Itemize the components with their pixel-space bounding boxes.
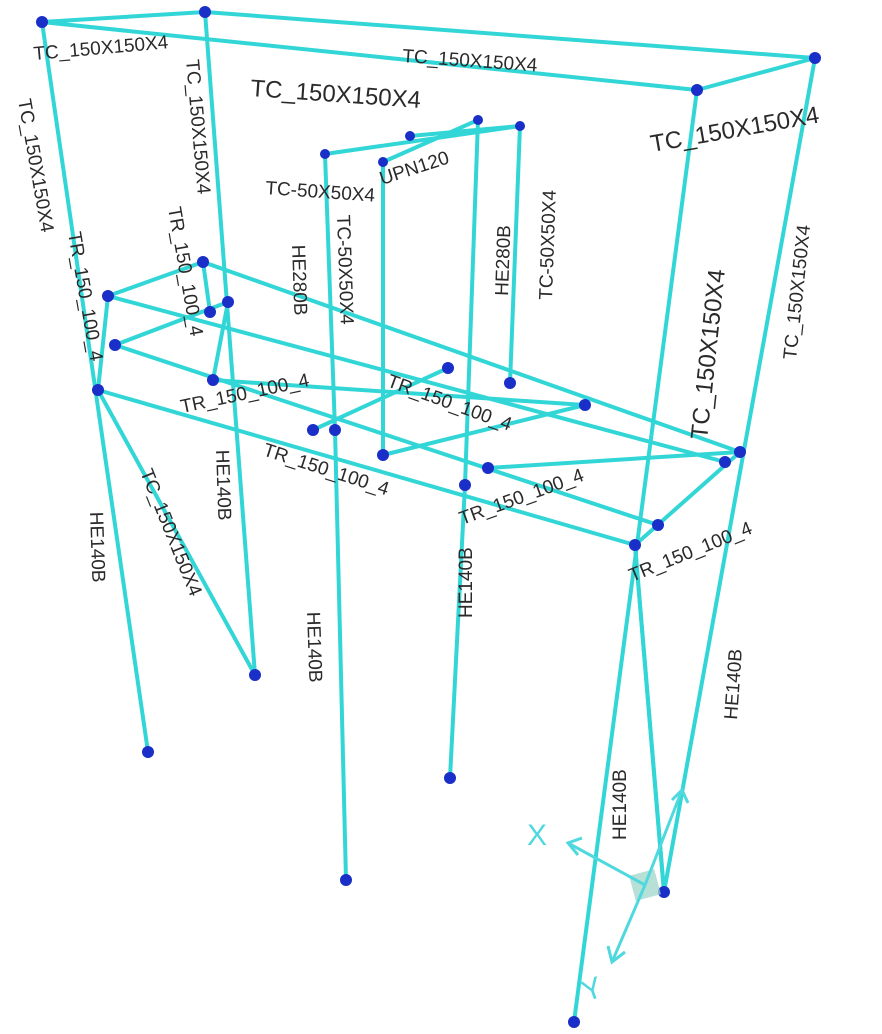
member-label: TC_150X150X4 <box>648 102 821 158</box>
member-platform-back[interactable] <box>201 260 742 454</box>
member-platform-left-back[interactable] <box>106 260 205 298</box>
member-label: TR_150_100_4 <box>384 371 515 436</box>
node[interactable] <box>207 374 219 386</box>
node[interactable] <box>142 746 154 758</box>
node[interactable] <box>329 424 341 436</box>
node[interactable] <box>568 1016 580 1028</box>
node[interactable] <box>459 479 471 491</box>
member-label: TC_150X150X4 <box>13 97 57 234</box>
member-label: TC-50X50X4 <box>332 214 357 325</box>
member-label: TC_150X150X4 <box>33 32 170 65</box>
member-platform-beam-5[interactable] <box>311 366 450 432</box>
member-label: TC_150X150X4 <box>780 223 815 360</box>
member-column-mid-left[interactable] <box>333 428 348 882</box>
member-platform-beam-1[interactable] <box>106 294 727 464</box>
axis-y-label: Y <box>577 971 607 1009</box>
member-label: HE140B <box>456 547 477 618</box>
axis-gizmo: X Y <box>527 787 690 1009</box>
member-label: TR_150_100_4 <box>163 205 207 338</box>
node[interactable] <box>579 399 591 411</box>
member-brace-right[interactable] <box>633 543 666 894</box>
member-upper-box-post-4[interactable] <box>508 124 522 385</box>
member-column-mid[interactable] <box>448 483 467 780</box>
axis-z-arrowhead <box>670 787 690 804</box>
member-label: TR_150_100_4 <box>63 230 107 363</box>
member-label: HE280B <box>492 225 515 296</box>
axis-y-line <box>610 884 647 963</box>
node[interactable] <box>652 519 664 531</box>
node[interactable] <box>809 52 821 64</box>
node[interactable] <box>405 131 415 141</box>
node[interactable] <box>719 456 731 468</box>
node[interactable] <box>691 84 703 96</box>
node[interactable] <box>199 6 211 18</box>
node[interactable] <box>204 306 216 318</box>
member-upper-box-post-3[interactable] <box>463 118 480 487</box>
member-column-right-back[interactable] <box>662 56 817 894</box>
member-label: TC_150X150X4 <box>402 46 539 76</box>
member-platform-right-side[interactable] <box>633 450 742 547</box>
member-label: HE140B <box>302 611 325 682</box>
node[interactable] <box>629 539 641 551</box>
node[interactable] <box>658 886 670 898</box>
member-label: TR_150_100_4 <box>179 370 312 418</box>
axis-z-line <box>643 789 684 886</box>
node[interactable] <box>515 121 525 131</box>
member-label: HE140B <box>85 511 108 582</box>
node[interactable] <box>36 16 48 28</box>
node[interactable] <box>249 669 261 681</box>
member-label: TC_150X150X4 <box>250 75 422 114</box>
node[interactable] <box>473 115 483 125</box>
node[interactable] <box>320 149 330 159</box>
node[interactable] <box>378 157 388 167</box>
axis-x-label: X <box>527 819 547 852</box>
member-platform-beam-6[interactable] <box>381 403 587 457</box>
member-upper-box-top-back[interactable] <box>408 124 522 138</box>
member-label: HE140B <box>211 449 234 520</box>
member-label: HE140B <box>721 648 747 720</box>
member-top-front[interactable] <box>40 20 699 92</box>
axis-x-arrowhead <box>565 836 583 856</box>
node[interactable] <box>307 424 319 436</box>
node[interactable] <box>102 290 114 302</box>
member-label: TR_150_100_4 <box>626 518 756 587</box>
axis-y-arrowhead <box>606 945 626 965</box>
member-label: TC_150X150X4 <box>135 466 205 600</box>
member-platform-beam-9[interactable] <box>201 260 212 314</box>
member-label: HE140B <box>610 769 631 840</box>
node[interactable] <box>442 362 454 374</box>
axis-x-line <box>567 841 646 887</box>
member-platform-beam-8[interactable] <box>211 300 230 382</box>
node[interactable] <box>92 384 104 396</box>
member-column-left-back[interactable] <box>203 10 257 677</box>
member-top-front-left[interactable] <box>40 10 207 24</box>
member-platform-left-front[interactable] <box>96 388 637 547</box>
node[interactable] <box>340 874 352 886</box>
member-label: TC_150X150X4 <box>686 268 731 441</box>
member-brace-left[interactable] <box>96 388 257 677</box>
node[interactable] <box>504 377 516 389</box>
node[interactable] <box>109 339 121 351</box>
member-label: TC-50X50X4 <box>536 189 561 300</box>
node[interactable] <box>444 772 456 784</box>
member-label: UPN120 <box>377 148 452 190</box>
node[interactable] <box>482 462 494 474</box>
member-upper-box-diag[interactable] <box>381 118 480 164</box>
member-top-right-side[interactable] <box>695 56 817 92</box>
node[interactable] <box>197 256 209 268</box>
member-label: HE280B <box>287 244 310 315</box>
member-top-back[interactable] <box>203 10 817 60</box>
member-label: TC-50X50X4 <box>265 178 376 207</box>
member-platform-left-side[interactable] <box>96 294 110 392</box>
node[interactable] <box>377 449 389 461</box>
member-upper-box-post-1[interactable] <box>323 152 337 432</box>
node[interactable] <box>222 296 234 308</box>
member-labels-group: TC_150X150X4 TC_150X150X4 TC_150X150X4 T… <box>13 32 821 840</box>
nodes-group <box>36 6 821 1028</box>
member-platform-beam-7[interactable] <box>486 450 742 470</box>
member-platform-beam-2[interactable] <box>113 343 660 527</box>
node[interactable] <box>734 446 746 458</box>
